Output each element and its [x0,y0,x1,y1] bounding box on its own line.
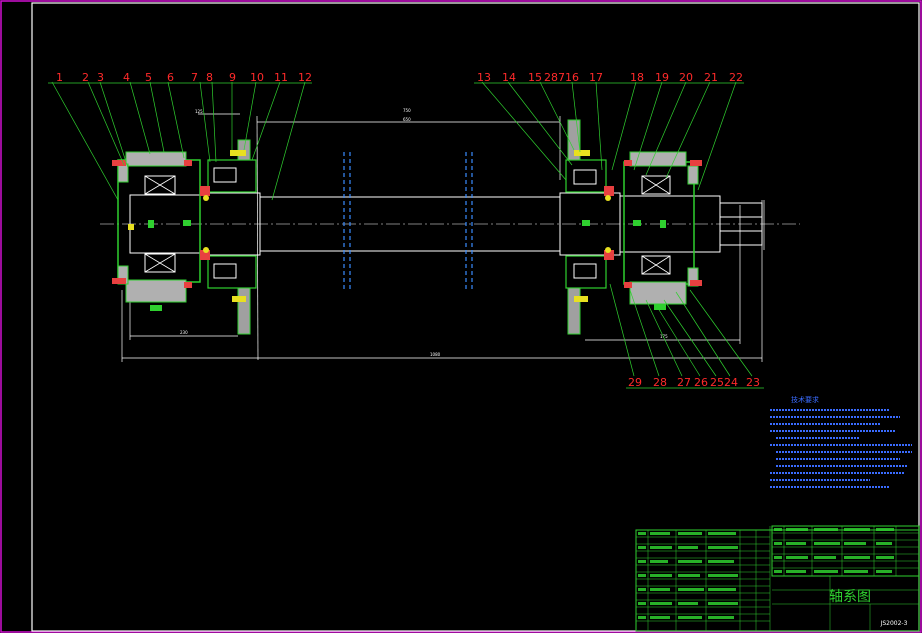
balloon-18: 18 [630,71,644,84]
balloon-14: 14 [502,71,516,84]
balloon-287: 287 [544,71,565,84]
right-bearing-assembly [623,151,702,310]
balloon-3: 3 [97,71,104,84]
svg-text:750: 750 [403,108,411,113]
balloon-11: 11 [274,71,288,84]
balloon-24: 24 [724,376,738,389]
svg-text:125: 125 [195,109,203,114]
balloon-7: 7 [191,71,198,84]
balloon-26: 26 [694,376,708,389]
notes-lines [770,409,912,488]
notes-title: 技术要求 [791,395,819,404]
balloon-9: 9 [229,71,236,84]
svg-text:230: 230 [180,330,188,335]
parts-list-text-blocks [638,528,894,619]
balloon-labels-bottom: 29 28 27 26 25 24 23 [628,376,760,389]
balloon-22: 22 [729,71,743,84]
balloon-8: 8 [206,71,213,84]
shaft-section-marks [343,152,473,292]
dimension-lines [121,113,765,362]
balloon-21: 21 [704,71,718,84]
balloon-13: 13 [477,71,491,84]
drawing-number: JS2002-3 [880,620,908,627]
dimension-texts: 125 750 650 230 1080 175 [180,108,668,357]
leader-lines-bottom [609,283,753,377]
svg-text:650: 650 [403,117,411,122]
drawing-border [31,2,920,632]
right-flange-assembly [565,119,614,335]
balloon-2: 2 [82,71,89,84]
keyway-marks [183,220,641,226]
left-flange-assembly [200,139,257,335]
balloon-20: 20 [679,71,693,84]
title-block: 轴系图 JS2002-3 [635,525,920,632]
balloon-10: 10 [250,71,264,84]
balloon-4: 4 [123,71,130,84]
balloon-6: 6 [167,71,174,84]
parts-list-grid [636,526,919,631]
balloon-17: 17 [589,71,603,84]
balloon-29: 29 [628,376,642,389]
balloon-19: 19 [655,71,669,84]
balloon-16: 16 [565,71,579,84]
balloon-15: 15 [528,71,542,84]
balloon-25: 25 [710,376,724,389]
balloon-27: 27 [677,376,691,389]
technical-requirements: 技术要求 [770,395,912,488]
balloon-23: 23 [746,376,760,389]
label-underlines [48,82,764,389]
balloon-12: 12 [298,71,312,84]
drawing-title: 轴系图 [829,589,871,605]
svg-text:1080: 1080 [430,352,441,357]
left-bearing-assembly [112,151,201,311]
balloon-labels-top: 1 2 3 4 5 6 7 8 9 10 11 12 13 14 15 287 … [56,71,743,84]
leader-lines-top [51,81,737,201]
balloon-28: 28 [653,376,667,389]
balloon-1: 1 [56,71,63,84]
svg-text:175: 175 [660,334,668,339]
balloon-5: 5 [145,71,152,84]
